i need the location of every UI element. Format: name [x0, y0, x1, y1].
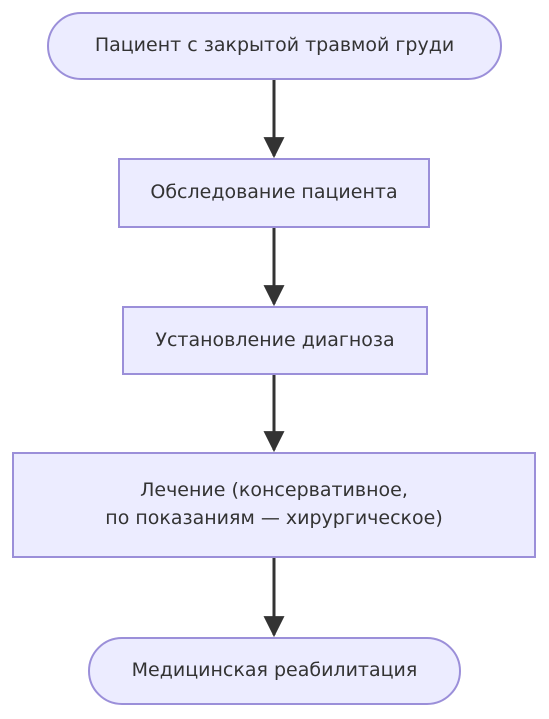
node-start: Пациент с закрытой травмой груди: [47, 12, 502, 80]
node-treatment: Лечение (консервативное, по показаниям —…: [12, 452, 536, 558]
node-diagnosis: Установление диагноза: [122, 306, 428, 375]
node-rehab: Медицинская реабилитация: [88, 637, 461, 705]
node-rehab-label: Медицинская реабилитация: [131, 659, 418, 682]
node-diagnosis-label: Установление диагноза: [155, 328, 395, 351]
node-exam: Обследование пациента: [118, 158, 430, 228]
node-start-label: Пациент с закрытой травмой груди: [94, 34, 455, 57]
node-exam-label: Обследование пациента: [150, 181, 398, 204]
node-treatment-label: Лечение (консервативное, по показаниям —…: [105, 479, 443, 529]
